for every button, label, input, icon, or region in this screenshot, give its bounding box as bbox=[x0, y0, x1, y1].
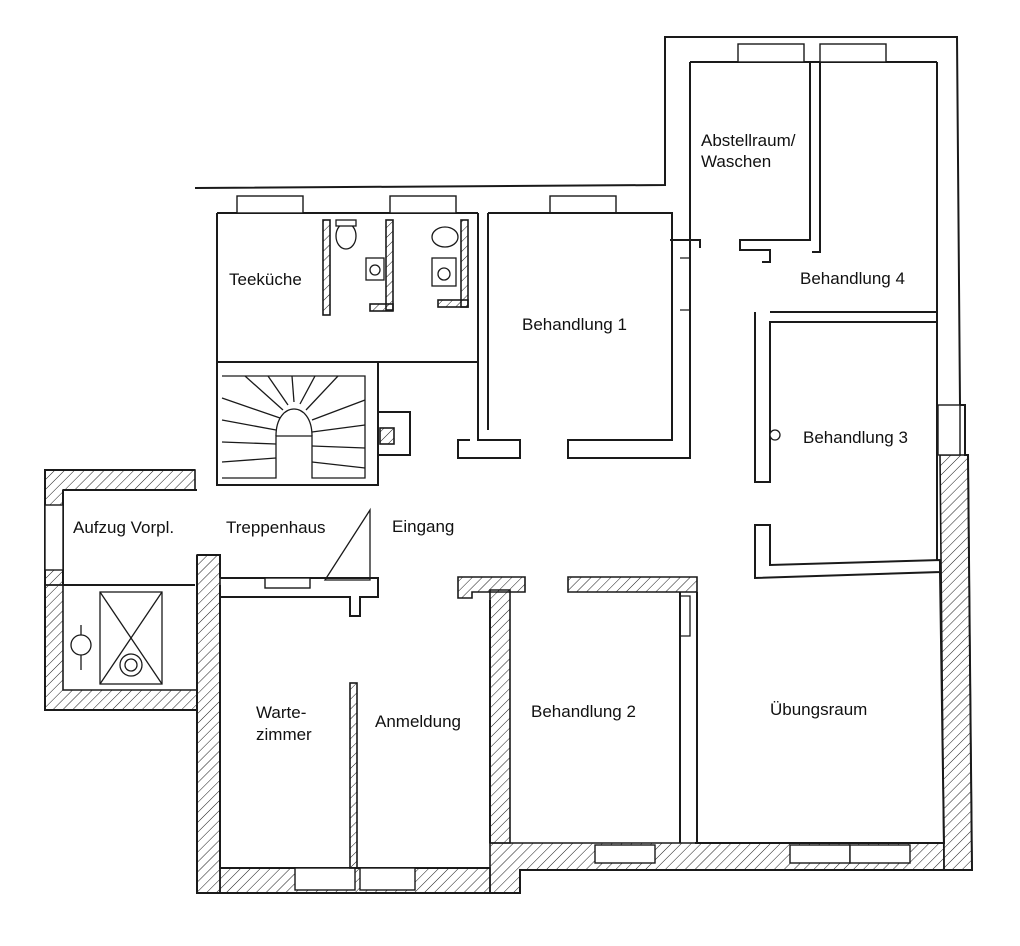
stair bbox=[221, 375, 395, 479]
room-label-uebungsraum: Übungsraum bbox=[770, 700, 867, 719]
room-label-treppenhaus: Treppenhaus bbox=[226, 518, 326, 537]
room-label-eingang: Eingang bbox=[392, 517, 454, 536]
windows bbox=[44, 43, 961, 891]
room-label-behandlung-2: Behandlung 2 bbox=[531, 702, 636, 721]
room-label-behandlung-3: Behandlung 3 bbox=[803, 428, 908, 447]
room-label-wartezimmer-line1: Warte- bbox=[256, 703, 306, 722]
fixtures bbox=[70, 219, 781, 685]
room-label-abstellraum-line2: Waschen bbox=[701, 152, 771, 171]
outer-walls bbox=[44, 36, 974, 894]
room-label-behandlung-4: Behandlung 4 bbox=[800, 269, 905, 288]
room-labels: Abstellraum/ Waschen Teeküche Behandlung… bbox=[73, 131, 908, 744]
room-label-behandlung-1: Behandlung 1 bbox=[522, 315, 627, 334]
room-label-aufzug: Aufzug Vorpl. bbox=[73, 518, 174, 537]
interior-walls bbox=[197, 62, 941, 869]
room-label-wartezimmer-line2: zimmer bbox=[256, 725, 312, 744]
room-label-abstellraum-line1: Abstellraum/ bbox=[701, 131, 796, 150]
room-label-teekueche: Teeküche bbox=[229, 270, 302, 289]
room-label-anmeldung: Anmeldung bbox=[375, 712, 461, 731]
